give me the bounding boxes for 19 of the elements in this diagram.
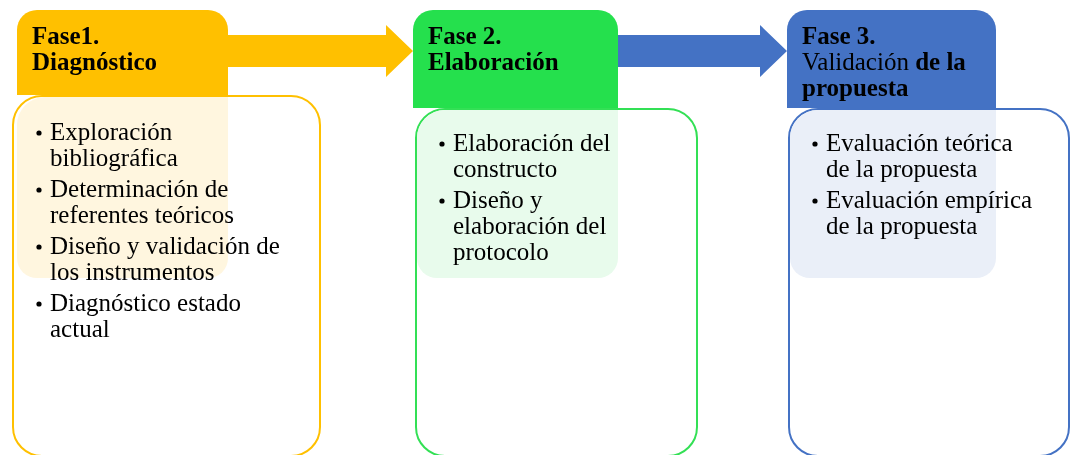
block-arrow (618, 25, 787, 77)
phase-title: Fase 3. Validación de la propuesta (802, 23, 967, 101)
bullet-item: Evaluación empírica de la propuesta (812, 187, 1036, 239)
phase-title: Fase 2. Elaboración (428, 23, 560, 75)
bullet-item: Diagnóstico estado actual (36, 290, 288, 342)
bullet-item: Exploración bibliográfica (36, 119, 288, 171)
bullet-item: Diseño y validación de los instrumentos (36, 233, 288, 285)
bullet-item: Determinación de referentes teóricos (36, 176, 288, 228)
phase-title: Fase1. Diagnóstico (32, 23, 158, 75)
activity-list-box (12, 95, 321, 455)
bullet-item: Diseño y elaboración del protocolo (439, 187, 614, 265)
phase-header-box (787, 10, 996, 108)
bullet-item: Evaluación teórica de la propuesta (812, 130, 1036, 182)
phase-header-box (413, 10, 618, 108)
bullet-item: Elaboración del constructo (439, 130, 614, 182)
activity-list-box (788, 108, 1070, 455)
activity-list-box (415, 108, 698, 455)
phase-header-box (17, 10, 228, 95)
block-arrow (228, 25, 413, 77)
